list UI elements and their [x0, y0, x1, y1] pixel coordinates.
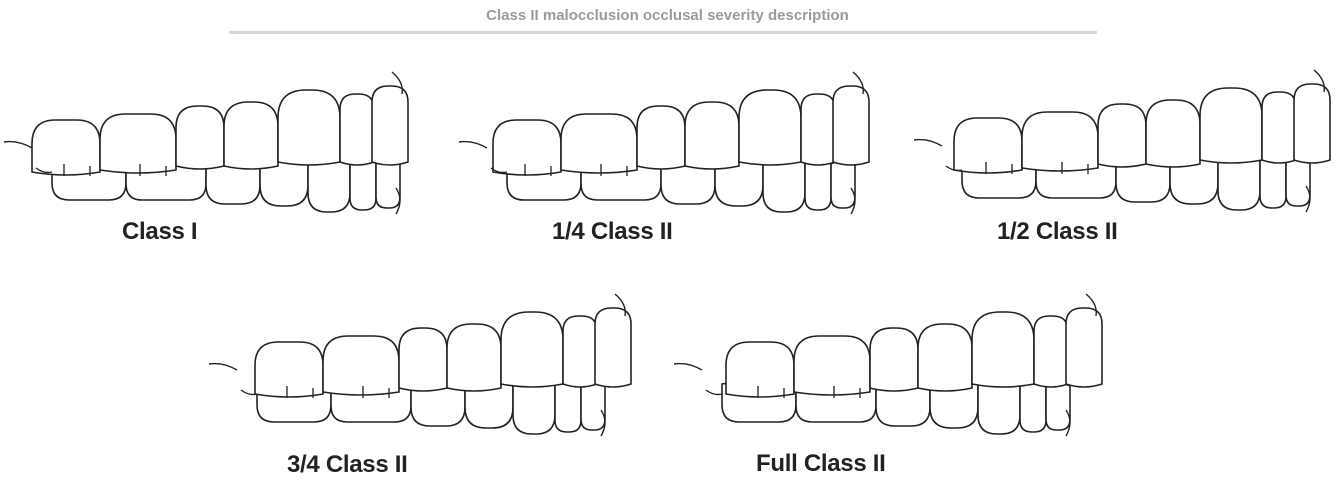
cusp-marks: [600, 164, 628, 176]
upper-gum-line: [913, 138, 943, 147]
upper-premolar-2-outline: [869, 327, 919, 392]
upper-central-incisor-outline: [594, 307, 632, 388]
cusp-marks: [524, 164, 552, 176]
cusp-marks: [985, 162, 1013, 174]
upper-canine-outline: [500, 311, 564, 388]
upper-molar-1-outline: [322, 335, 400, 396]
teeth-illustration-three-quarter-class-ii: [208, 293, 632, 437]
upper-premolar-1-outline: [446, 323, 502, 392]
upper-premolar-2-outline: [175, 105, 225, 170]
upper-molar-2-outline: [31, 119, 101, 176]
lower-lateral-incisor-outline: [554, 380, 582, 433]
upper-premolar-1-outline: [223, 101, 279, 170]
lower-gum-line: [240, 389, 258, 396]
upper-molar-2-outline: [492, 119, 562, 176]
upper-gum-line: [3, 140, 33, 149]
upper-premolar-2-outline: [398, 327, 448, 392]
lower-incisor-root-line: [1065, 409, 1071, 437]
upper-arch: [725, 307, 1103, 398]
lower-central-incisor-outline: [580, 382, 606, 431]
upper-lateral-incisor-outline: [1261, 91, 1297, 164]
upper-molar-2-outline: [953, 117, 1023, 174]
upper-canine-outline: [971, 311, 1035, 388]
upper-canine-outline: [277, 89, 341, 166]
panel-label-quarter-class-ii: 1/4 Class II: [552, 218, 673, 245]
cusp-marks: [286, 386, 314, 398]
lower-lateral-incisor-outline: [804, 158, 832, 211]
upper-lateral-incisor-outline: [562, 315, 598, 388]
upper-incisor-root-line: [852, 71, 864, 95]
upper-gum-line: [673, 362, 703, 371]
upper-incisor-root-line: [1085, 293, 1097, 317]
lower-central-incisor-outline: [375, 160, 401, 209]
cusp-marks: [1061, 162, 1089, 174]
upper-molar-2-outline: [725, 341, 795, 398]
panel-label-half-class-ii: 1/2 Class II: [997, 218, 1118, 245]
upper-premolar-1-outline: [917, 323, 973, 392]
lower-incisor-root-line: [850, 187, 856, 215]
panel-label-three-quarter-class-ii: 3/4 Class II: [287, 451, 408, 478]
lower-central-incisor-outline: [1045, 382, 1071, 431]
diagram-title: Class II malocclusion occlusal severity …: [486, 7, 849, 24]
upper-incisor-root-line: [391, 71, 403, 95]
upper-central-incisor-outline: [1293, 83, 1331, 164]
lower-incisor-root-line: [395, 187, 401, 215]
upper-lateral-incisor-outline: [339, 93, 375, 166]
panel-label-full-class-ii: Full Class II: [756, 450, 886, 477]
upper-gum-line: [458, 140, 488, 149]
lower-lateral-incisor-outline: [1259, 156, 1287, 209]
upper-central-incisor-outline: [832, 85, 870, 166]
lower-incisor-root-line: [600, 409, 606, 437]
lower-incisor-root-line: [1305, 185, 1311, 213]
upper-molar-1-outline: [1021, 111, 1099, 172]
upper-gum-line: [208, 362, 238, 371]
upper-canine-outline: [738, 89, 802, 166]
upper-arch: [492, 85, 870, 176]
upper-incisor-root-line: [614, 293, 626, 317]
lower-central-incisor-outline: [830, 160, 856, 209]
panel-class-i: [0, 68, 420, 218]
teeth-illustration-full-class-ii: [673, 293, 1103, 437]
lower-gum-line: [490, 167, 508, 174]
upper-arch: [953, 83, 1331, 174]
upper-molar-1-outline: [560, 113, 638, 174]
upper-premolar-2-outline: [1097, 103, 1147, 168]
upper-molar-1-outline: [99, 113, 177, 174]
lower-lateral-incisor-outline: [349, 158, 377, 211]
upper-lateral-incisor-outline: [1033, 315, 1069, 388]
lower-gum-line: [945, 165, 963, 172]
lower-gum-line: [705, 389, 723, 396]
upper-molar-1-outline: [793, 335, 871, 396]
cusp-marks: [63, 164, 91, 176]
title-underline: [229, 31, 1097, 34]
upper-arch: [254, 307, 632, 398]
upper-molar-2-outline: [254, 341, 324, 398]
panel-half-class-ii: [910, 66, 1331, 216]
panel-full-class-ii: [670, 290, 1103, 440]
cusp-marks: [833, 386, 861, 398]
cusp-marks: [362, 386, 390, 398]
upper-central-incisor-outline: [1065, 307, 1103, 388]
upper-lateral-incisor-outline: [800, 93, 836, 166]
upper-premolar-2-outline: [636, 105, 686, 170]
lower-gum-line: [35, 167, 53, 174]
teeth-illustration-half-class-ii: [913, 69, 1331, 213]
upper-premolar-1-outline: [1145, 99, 1201, 168]
cusp-marks: [757, 386, 785, 398]
panel-quarter-class-ii: [455, 68, 875, 218]
upper-canine-outline: [1199, 87, 1263, 164]
panel-label-class-i: Class I: [122, 218, 198, 245]
cusp-marks: [139, 164, 167, 176]
teeth-illustration-class-i: [3, 71, 409, 215]
upper-incisor-root-line: [1313, 69, 1325, 93]
upper-premolar-1-outline: [684, 101, 740, 170]
teeth-illustration-quarter-class-ii: [458, 71, 870, 215]
lower-lateral-incisor-outline: [1019, 380, 1047, 433]
lower-central-incisor-outline: [1285, 158, 1311, 207]
upper-central-incisor-outline: [371, 85, 409, 166]
upper-arch: [31, 85, 409, 176]
panel-three-quarter-class-ii: [205, 290, 632, 440]
